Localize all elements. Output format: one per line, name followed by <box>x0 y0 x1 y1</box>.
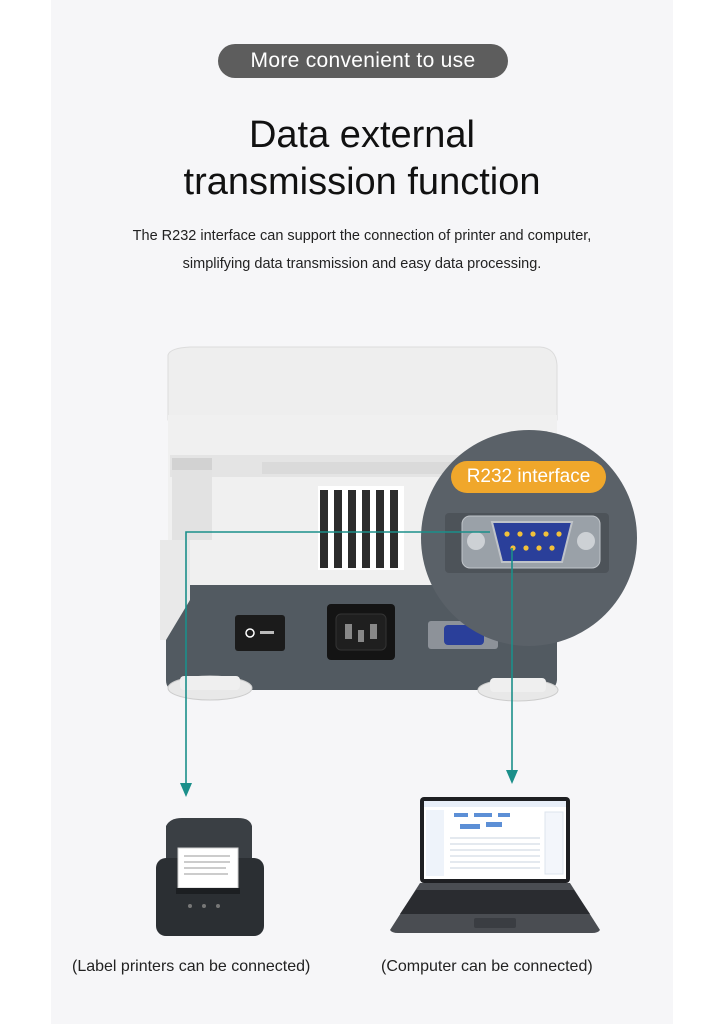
thermal-printer-image <box>156 818 264 936</box>
computer-caption: (Computer can be connected) <box>381 958 593 975</box>
laptop-image <box>390 797 600 933</box>
description-line2: simplifying data transmission and easy d… <box>182 256 542 272</box>
page-title-line1: Data external <box>248 114 475 156</box>
connection-arrows <box>185 531 513 785</box>
page-title-line2-wrap: transmission function <box>0 160 724 204</box>
description-line1: The R232 interface can support the conne… <box>132 228 592 244</box>
page-title-line2: transmission function <box>173 160 553 204</box>
arrow-head-right <box>506 770 518 784</box>
printer-caption: (Label printers can be connected) <box>72 958 311 975</box>
r232-interface-label: R232 interface <box>451 461 606 493</box>
arrow-head-left <box>180 783 192 797</box>
feature-badge: More convenient to use <box>218 44 508 78</box>
